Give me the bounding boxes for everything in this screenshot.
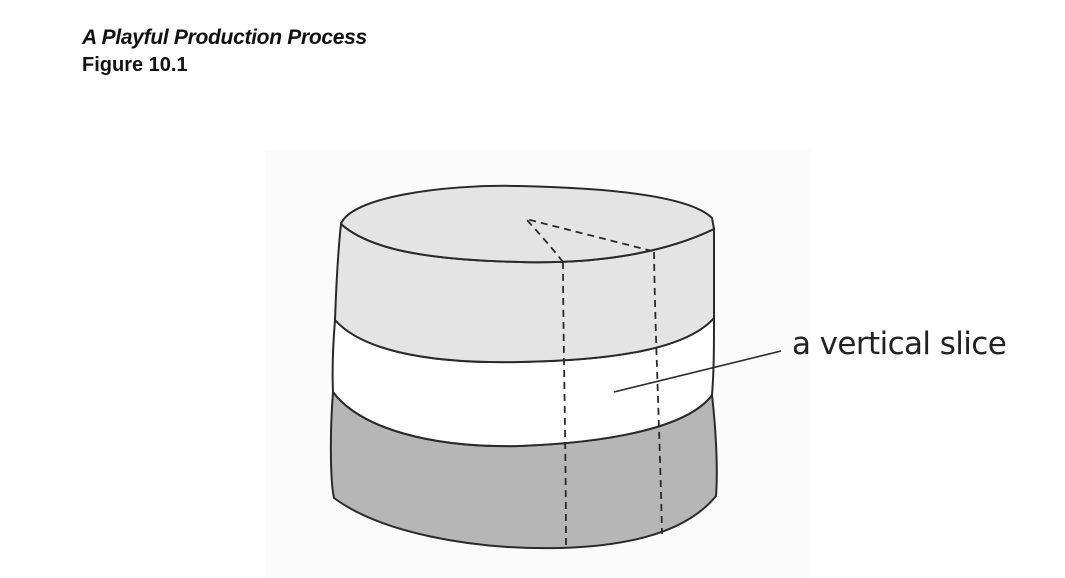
slice-right-edge — [653, 251, 663, 535]
figure-header: A Playful Production Process Figure 10.1 — [82, 24, 367, 78]
slice-top-outline — [523, 217, 657, 263]
book-title: A Playful Production Process — [82, 26, 367, 49]
top-rim-line — [340, 223, 715, 264]
slice-left-edge — [562, 261, 567, 549]
callout-leader-line — [613, 350, 782, 393]
slice-callout-label: a vertical slice — [792, 326, 1007, 362]
figure-number: Figure 10.1 — [82, 54, 188, 76]
